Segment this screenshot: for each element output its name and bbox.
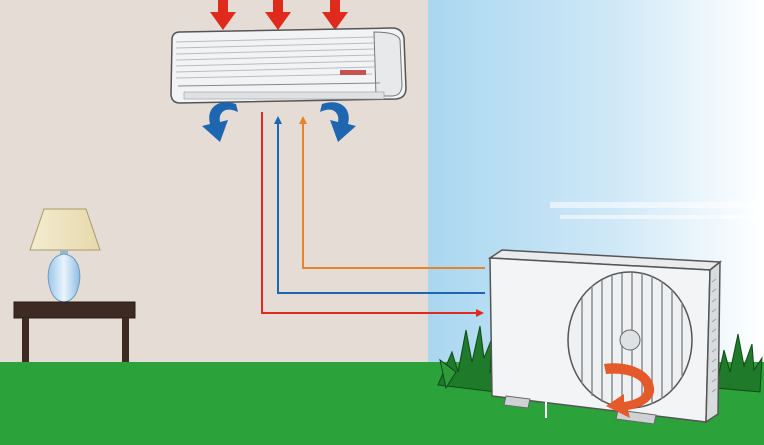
red-warm-line: [261, 112, 484, 317]
warm-air-arrows: [210, 0, 348, 30]
orange-return-line: [299, 116, 485, 269]
blue-cool-line: [274, 116, 485, 294]
cool-air-arrow-left: [202, 102, 238, 142]
warm-air-arrow: [322, 0, 348, 30]
condenser-fan-grille: [567, 271, 693, 409]
side-table-icon: [13, 301, 136, 362]
sky-streaks: [550, 202, 764, 219]
cool-air-arrow-right: [320, 102, 356, 142]
bush-right: [715, 333, 763, 393]
warm-air-arrow: [265, 0, 291, 30]
outdoor-unit: [487, 249, 723, 425]
warm-air-arrow: [210, 0, 236, 30]
indoor-unit: [170, 27, 407, 104]
hot-air-exhaust-arrow: [604, 363, 655, 418]
table-lamp-icon: [29, 208, 101, 303]
